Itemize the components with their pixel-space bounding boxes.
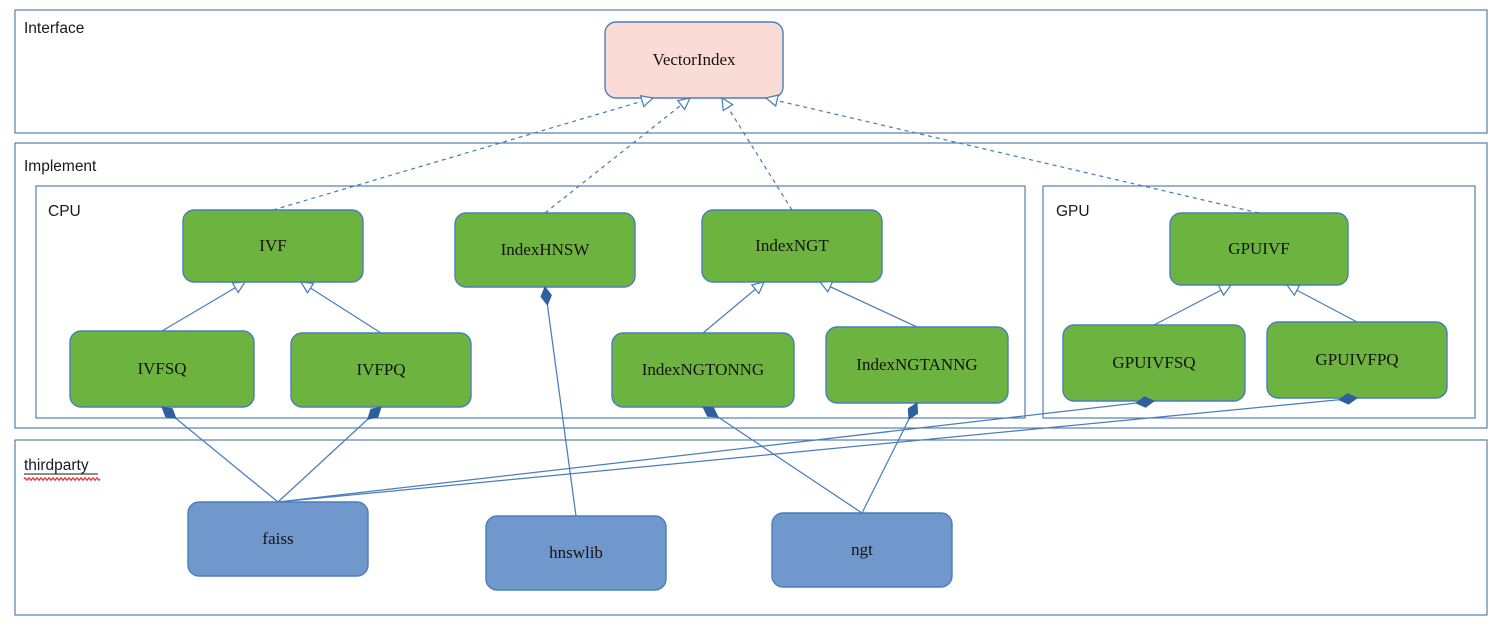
class-box-faiss [187, 501, 369, 577]
class-box-indexngt [701, 209, 883, 283]
package-label-implement: Implement [24, 158, 97, 175]
arrowhead-hollow-triangle-ivfpq-ivf [299, 281, 315, 294]
edge-markers [161, 94, 1358, 420]
class-node-indexngtanng[interactable]: IndexNGTANNG [825, 326, 1009, 404]
class-node-indexhnsw[interactable]: IndexHNSW [454, 212, 636, 288]
class-node-vectorindex[interactable]: VectorIndex [604, 21, 784, 99]
class-box-ivf [182, 209, 364, 283]
arrowhead-hollow-triangle-indexhnsw-vectorindex [676, 97, 692, 111]
arrowhead-hollow-triangle-indexngt-vectorindex [721, 96, 734, 112]
edge-faiss-to-gpuivfsq [277, 400, 1155, 503]
class-box-gpuivf [1169, 212, 1349, 286]
edge-faiss-to-gpuivfpq [277, 397, 1358, 503]
class-node-ivfpq[interactable]: IVFPQ [290, 332, 472, 408]
class-node-ivfsq[interactable]: IVFSQ [69, 330, 255, 408]
package-label-interface: Interface [24, 20, 84, 37]
edge-gpuivfsq-to-gpuivf [1153, 284, 1232, 326]
class-label-ivf: IVF [259, 236, 286, 255]
class-box-vectorindex [604, 21, 784, 99]
class-label-hnswlib: hnswlib [549, 543, 603, 562]
class-label-ivfpq: IVFPQ [356, 360, 405, 379]
class-label-vectorindex: VectorIndex [652, 50, 736, 69]
arrowhead-hollow-triangle-ivfsq-ivf [231, 281, 247, 294]
arrowhead-hollow-triangle-indexngtonng-indexngt [750, 281, 766, 295]
edge-ivfpq-to-ivf [300, 281, 382, 334]
diamond-composition-faiss-ivfpq [367, 406, 382, 420]
edge-indexngt-to-vectorindex [721, 97, 793, 211]
class-node-indexngt[interactable]: IndexNGT [701, 209, 883, 283]
subpackage-label-gpu: GPU [1056, 203, 1090, 220]
class-box-hnswlib [485, 515, 667, 591]
class-label-indexngtonng: IndexNGTONNG [642, 360, 764, 379]
edge-ngt-to-indexngtonng [702, 406, 863, 514]
class-box-ngt [771, 512, 953, 588]
edge-indexhnsw-to-vectorindex [544, 97, 691, 214]
edge-ivf-to-vectorindex [272, 97, 654, 211]
class-node-gpuivf[interactable]: GPUIVF [1169, 212, 1349, 286]
class-node-hnswlib[interactable]: hnswlib [485, 515, 667, 591]
class-label-indexngt: IndexNGT [755, 236, 829, 255]
edge-indexngtonng-to-indexngt [702, 281, 765, 334]
class-node-ngt[interactable]: ngt [771, 512, 953, 588]
relationship-edges [161, 97, 1358, 517]
edge-indexngtanng-to-indexngt [819, 281, 918, 328]
class-node-indexngtonng[interactable]: IndexNGTONNG [611, 332, 795, 408]
arrowhead-hollow-triangle-ivf-vectorindex [639, 95, 655, 108]
class-label-gpuivfpq: GPUIVFPQ [1315, 350, 1398, 369]
class-label-ngt: ngt [851, 540, 873, 559]
class-label-indexngtanng: IndexNGTANNG [856, 355, 977, 374]
arrowhead-hollow-triangle-indexngtanng-indexngt [818, 281, 834, 293]
diamond-composition-ngt-indexngtonng [702, 406, 719, 418]
class-label-faiss: faiss [262, 529, 293, 548]
arrowhead-hollow-triangle-gpuivf-vectorindex [764, 94, 780, 108]
edge-gpuivfpq-to-gpuivf [1286, 284, 1358, 323]
edge-faiss-to-ivfsq [161, 406, 279, 503]
arrowhead-hollow-triangle-gpuivfsq-gpuivf [1217, 284, 1233, 297]
class-label-gpuivfsq: GPUIVFSQ [1112, 353, 1195, 372]
subpackage-label-cpu: CPU [48, 203, 81, 220]
edge-ivfsq-to-ivf [161, 281, 246, 332]
class-node-gpuivfsq[interactable]: GPUIVFSQ [1062, 324, 1246, 402]
class-node-gpuivfpq[interactable]: GPUIVFPQ [1266, 321, 1448, 399]
package-label-thirdparty: thirdparty [24, 457, 89, 474]
spellcheck-squiggle-thirdparty [23, 477, 101, 481]
diamond-composition-faiss-gpuivfsq [1135, 396, 1155, 408]
edge-hnswlib-to-indexhnsw [544, 286, 577, 517]
diamond-composition-faiss-gpuivfpq [1338, 393, 1358, 405]
diamond-composition-hnswlib-indexhnsw [540, 286, 552, 306]
edge-faiss-to-ivfpq [277, 406, 382, 503]
diamond-composition-faiss-ivfsq [161, 406, 177, 420]
class-label-ivfsq: IVFSQ [137, 359, 186, 378]
arrowhead-hollow-triangle-gpuivfpq-gpuivf [1285, 284, 1301, 297]
diamond-composition-ngt-indexngtanng [907, 402, 919, 420]
class-node-faiss[interactable]: faiss [187, 501, 369, 577]
class-label-indexhnsw: IndexHNSW [501, 240, 591, 259]
class-label-gpuivf: GPUIVF [1228, 239, 1289, 258]
class-node-ivf[interactable]: IVF [182, 209, 364, 283]
edge-ngt-to-indexngtanng [861, 402, 918, 514]
